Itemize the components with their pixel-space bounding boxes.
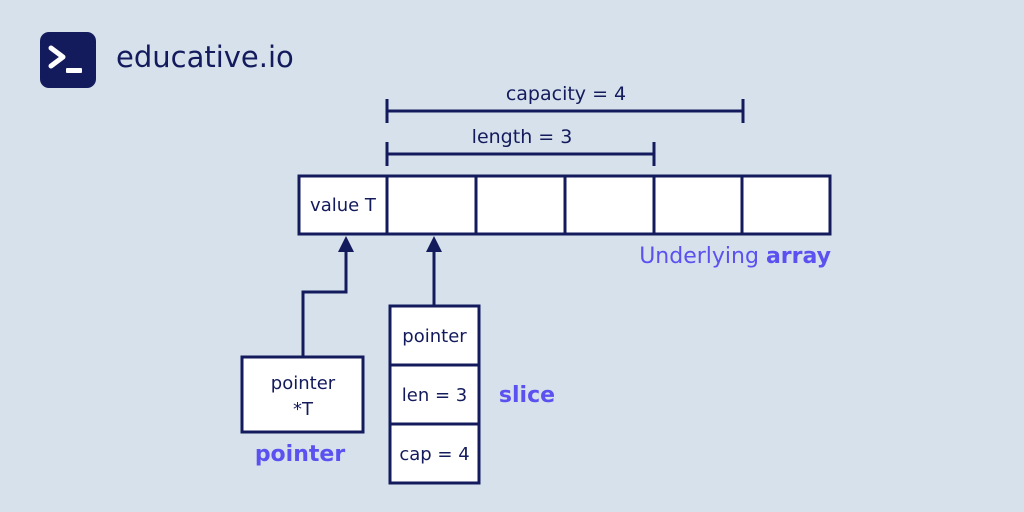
prompt-chevron (48, 45, 66, 69)
pointer-arrow-head (338, 236, 354, 252)
array-caption-plain: Underlying (639, 244, 766, 269)
capacity-bracket (385, 99, 745, 123)
pointer-caption: pointer (255, 442, 346, 467)
array-cell (740, 174, 832, 236)
slice-field-box (388, 363, 481, 426)
array-cell (563, 174, 656, 236)
array-cell (385, 174, 478, 236)
brand-name: educative.io (116, 40, 294, 74)
slice-header: pointer len = 3 cap = 4 (388, 304, 481, 485)
array-caption-bold: array (766, 244, 831, 269)
array-cell (652, 174, 744, 236)
prompt-underscore (66, 68, 82, 73)
slice-arrow (426, 236, 442, 306)
slice-field-len: len = 3 (402, 385, 467, 406)
pointer-arrow (301, 236, 354, 357)
capacity-label: capacity = 4 (506, 83, 626, 105)
array-cell-value: value T (310, 195, 377, 216)
terminal-prompt-icon (40, 32, 96, 88)
underlying-array: value T (297, 174, 832, 236)
pointer-box (240, 355, 365, 434)
slice-field-pointer: pointer (402, 326, 467, 347)
slice-arrow-head (426, 236, 442, 252)
pointer-box-line1: pointer (271, 373, 336, 394)
array-cell (474, 174, 567, 236)
brand-logo (40, 32, 96, 88)
array-caption: Underlying array (639, 244, 831, 269)
slice-field-cap: cap = 4 (399, 444, 469, 465)
pointer-box-line2: *T (293, 399, 314, 420)
pointer-arrow-line (301, 252, 348, 357)
slice-caption: slice (499, 383, 555, 408)
slice-field-box (388, 422, 481, 485)
array-cell (297, 174, 389, 236)
length-bracket (385, 142, 656, 166)
length-label: length = 3 (472, 126, 573, 148)
